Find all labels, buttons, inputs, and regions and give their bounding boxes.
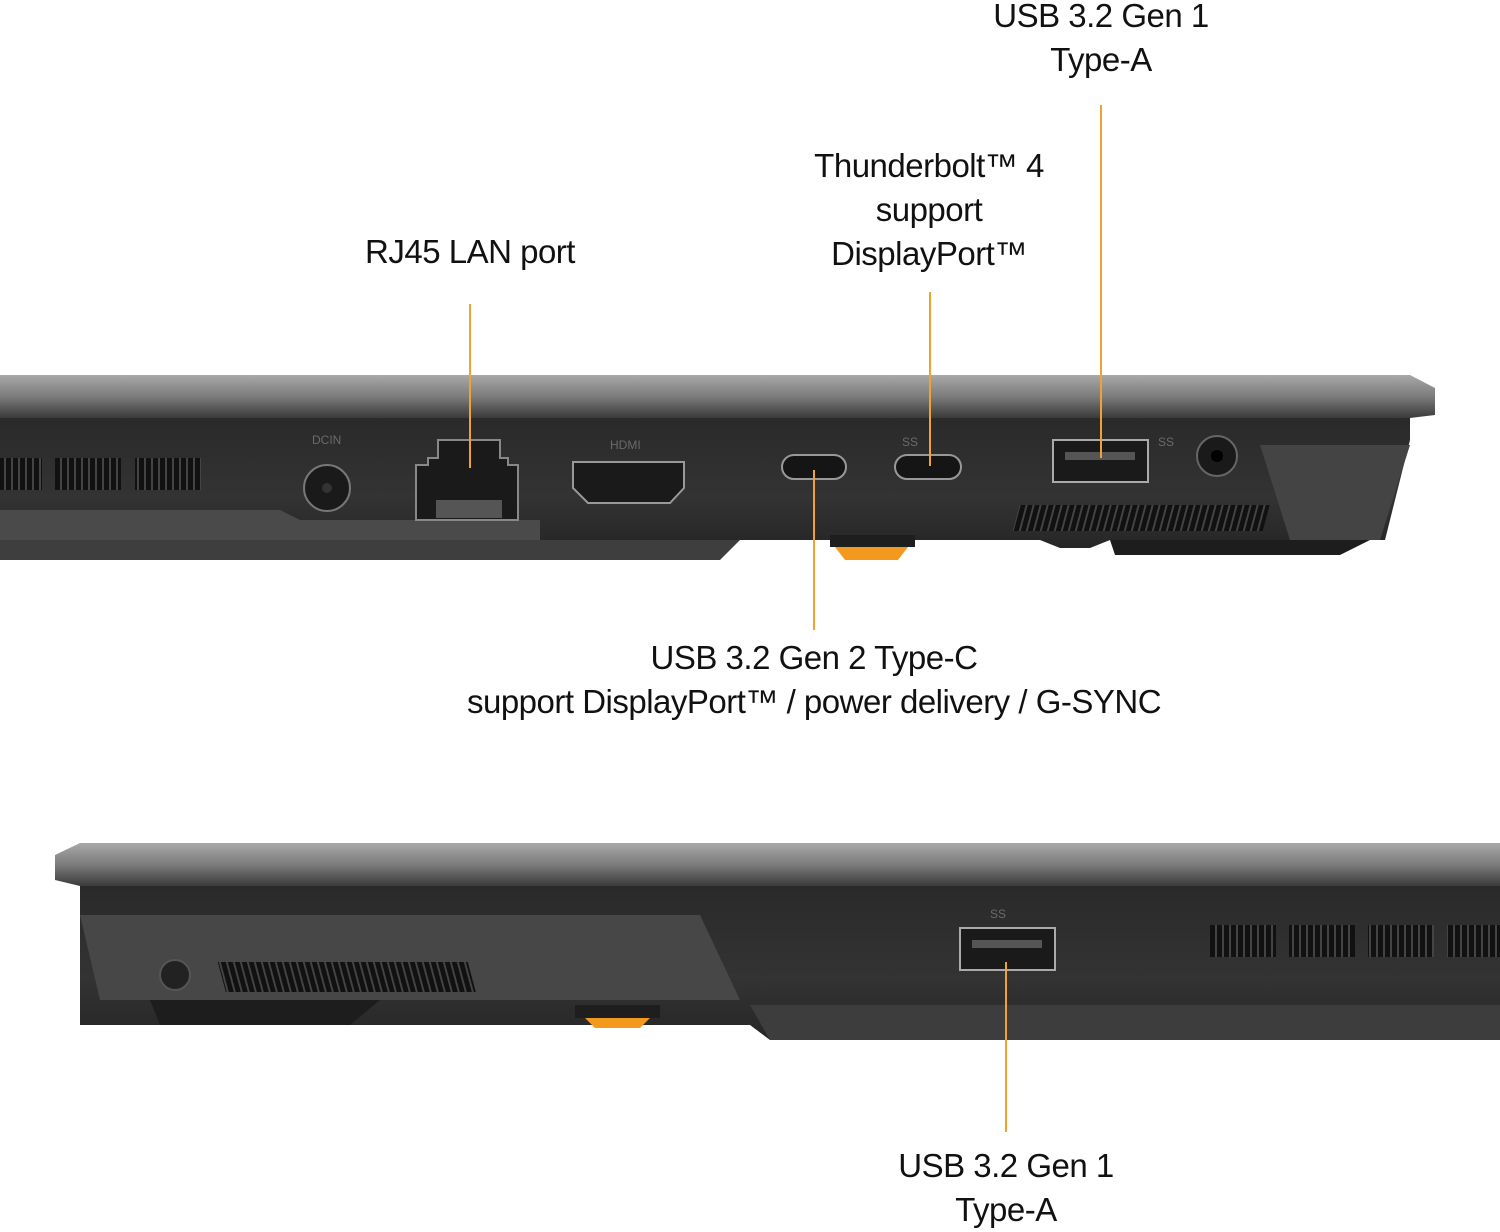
bottom-panel	[0, 510, 540, 540]
rear-vent	[1012, 505, 1270, 531]
label-line: DisplayPort™	[831, 235, 1027, 272]
label-rj45: RJ45 LAN port	[365, 230, 575, 274]
hdmi-marking: HDMI	[610, 438, 641, 452]
leader-lines	[469, 105, 1102, 1132]
vent	[1447, 925, 1500, 957]
label-line: support	[875, 191, 983, 228]
label-line: USB 3.2 Gen 1	[993, 0, 1209, 34]
audio-jack-hole	[1211, 450, 1223, 462]
foot	[575, 1005, 660, 1018]
ss-marking: SS	[990, 907, 1006, 921]
vent	[1210, 925, 1276, 957]
orange-foot	[585, 1018, 650, 1028]
laptop-left-side: DCIN HDMI SS SS	[0, 375, 1435, 560]
thunderbolt-port	[894, 454, 962, 480]
ss-marking: SS	[902, 435, 918, 449]
label-usb-c: USB 3.2 Gen 2 Type-C support DisplayPort…	[466, 636, 1162, 724]
label-usb-a-bottom: USB 3.2 Gen 1 Type-A	[898, 1144, 1114, 1232]
bottom-edge	[0, 540, 740, 560]
front-vent	[217, 962, 476, 992]
dc-in-pin	[322, 483, 332, 493]
rear-foot	[1110, 540, 1370, 555]
vent	[1289, 925, 1355, 957]
rj45-contacts	[436, 500, 502, 518]
bottom-edge	[750, 1005, 1500, 1040]
label-usb-a-top: USB 3.2 Gen 1 Type-A	[993, 0, 1209, 82]
label-thunderbolt: Thunderbolt™ 4 support DisplayPort™	[814, 144, 1044, 276]
label-line: Thunderbolt™ 4	[814, 147, 1044, 184]
usb-a-tongue	[972, 940, 1042, 948]
label-line: RJ45 LAN port	[365, 233, 575, 270]
lid	[55, 843, 1500, 886]
label-line: Type-A	[955, 1191, 1057, 1228]
foot	[830, 535, 915, 547]
rear-panel	[1260, 445, 1410, 540]
label-line: Type-A	[1050, 41, 1152, 78]
front-foot	[150, 1000, 380, 1025]
orange-foot	[835, 547, 908, 560]
vent	[55, 458, 121, 490]
laptop-right-side: SS	[55, 843, 1500, 1040]
dc-in-marking: DCIN	[312, 433, 341, 447]
label-line: USB 3.2 Gen 1	[898, 1147, 1114, 1184]
usb-a-port	[959, 927, 1056, 971]
lock-slot	[159, 959, 191, 991]
vent	[135, 458, 201, 490]
ss-marking: SS	[1158, 435, 1174, 449]
hdmi-port	[572, 461, 685, 504]
vent	[1368, 925, 1434, 957]
lid	[0, 375, 1435, 418]
label-line: support DisplayPort™ / power delivery / …	[466, 683, 1162, 720]
vent	[0, 458, 42, 490]
label-line: USB 3.2 Gen 2 Type-C	[650, 639, 978, 676]
